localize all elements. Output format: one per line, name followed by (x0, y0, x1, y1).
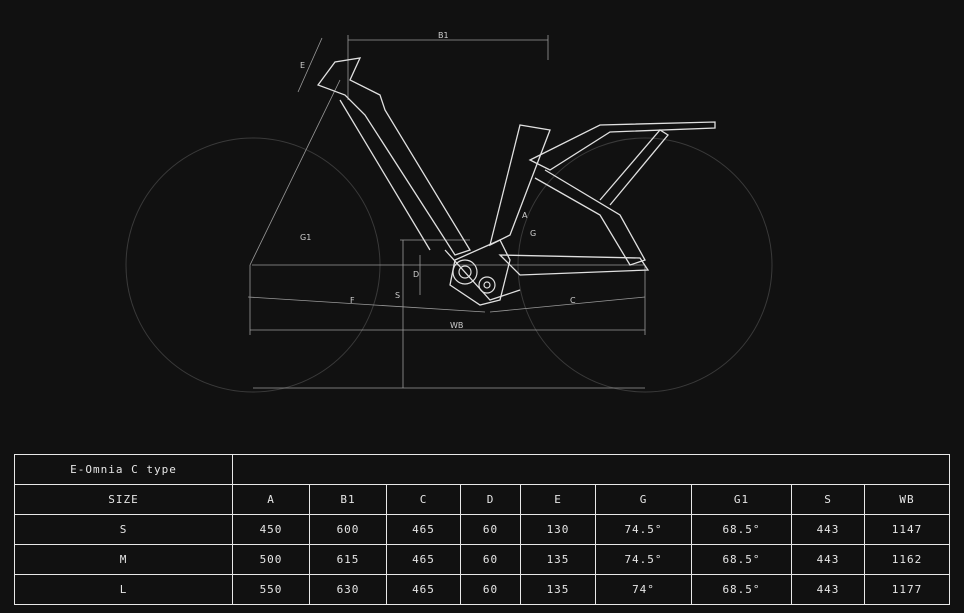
table-title: E-Omnia C type (14, 454, 233, 485)
value-cell: 450 (232, 514, 310, 545)
value-cell: 60 (460, 574, 521, 605)
value-cell: 1147 (863, 514, 951, 545)
frame (316, 57, 716, 306)
label-a: A (522, 211, 528, 220)
label-g: G (530, 229, 536, 238)
column-header: D (460, 484, 521, 515)
value-cell: 135 (520, 574, 596, 605)
size-cell: L (14, 574, 233, 605)
value-cell: 68.5° (691, 544, 792, 575)
value-cell: 465 (386, 574, 461, 605)
value-cell: 443 (791, 544, 865, 575)
value-cell: 74.5° (595, 514, 692, 545)
label-f: F (350, 296, 355, 305)
size-cell: S (14, 514, 233, 545)
column-header: G1 (691, 484, 792, 515)
value-cell: 68.5° (691, 514, 792, 545)
dimension-lines (247, 35, 646, 389)
value-cell: 465 (386, 544, 461, 575)
column-header: S (791, 484, 865, 515)
label-g1: G1 (300, 233, 311, 242)
value-cell: 74.5° (595, 544, 692, 575)
value-cell: 550 (232, 574, 310, 605)
bike-geometry-diagram: B1 E G1 A G D S F C WB (125, 31, 773, 393)
value-cell: 615 (309, 544, 387, 575)
label-c: C (570, 296, 576, 305)
column-header: WB (863, 484, 951, 515)
value-cell: 135 (520, 544, 596, 575)
value-cell: 130 (520, 514, 596, 545)
value-cell: 60 (460, 514, 521, 545)
column-header: A (232, 484, 310, 515)
column-header: E (520, 484, 596, 515)
value-cell: 465 (386, 514, 461, 545)
label-d: D (413, 270, 419, 279)
value-cell: 74° (595, 574, 692, 605)
title-spacer (231, 454, 951, 485)
column-header: SIZE (14, 484, 233, 515)
motor (452, 259, 496, 294)
value-cell: 1177 (863, 574, 951, 605)
label-wb: WB (450, 321, 463, 330)
size-cell: M (14, 544, 233, 575)
value-cell: 443 (791, 514, 865, 545)
value-cell: 60 (460, 544, 521, 575)
column-header: G (595, 484, 692, 515)
value-cell: 500 (232, 544, 310, 575)
value-cell: 600 (309, 514, 387, 545)
label-e: E (300, 61, 305, 70)
column-header: B1 (309, 484, 387, 515)
value-cell: 68.5° (691, 574, 792, 605)
value-cell: 443 (791, 574, 865, 605)
column-header: C (386, 484, 461, 515)
value-cell: 630 (309, 574, 387, 605)
label-b1: B1 (438, 31, 449, 40)
table-title-row: E-Omnia C type (14, 454, 951, 485)
value-cell: 1162 (863, 544, 951, 575)
label-s: S (395, 291, 400, 300)
